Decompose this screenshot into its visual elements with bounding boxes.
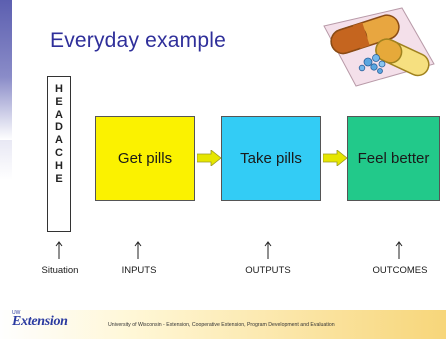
inputs-box: Get pills [95,116,195,201]
situation-letter: A [55,108,63,121]
up-arrow-icon [55,241,63,259]
footer-logo-prefix: UW [12,310,21,316]
up-arrow-icon [264,241,272,259]
outcomes-box-text: Feel better [357,150,430,167]
situation-letter: D [55,121,63,134]
up-arrow-icon [395,241,403,259]
outputs-box-text: Take pills [240,150,302,167]
outputs-box: Take pills [221,116,321,201]
situation-letter: E [55,95,63,108]
outcomes-label: OUTCOMES [372,265,428,276]
footer-text: University of Wisconsin - Extension, Coo… [108,322,335,328]
side-accent-bar [0,0,12,140]
situation-letter: C [55,146,63,159]
situation-letter: E [55,172,63,185]
situation-label: Situation [41,265,79,276]
pills-icon [323,7,435,87]
footer-band [0,310,446,339]
situation-letter: H [55,159,63,172]
slide-title: Everyday example [50,29,226,52]
inputs-label: INPUTS [121,265,157,276]
situation-letter: A [55,134,63,147]
situation-letter: H [55,83,63,95]
side-accent-fade [0,140,12,180]
right-arrow-icon [197,150,221,166]
outputs-label: OUTPUTS [245,265,291,276]
outcomes-box: Feel better [347,116,440,201]
inputs-box-text: Get pills [117,150,173,167]
up-arrow-icon [134,241,142,259]
right-arrow-icon [323,150,347,166]
footer-logo: Extension [12,314,68,329]
